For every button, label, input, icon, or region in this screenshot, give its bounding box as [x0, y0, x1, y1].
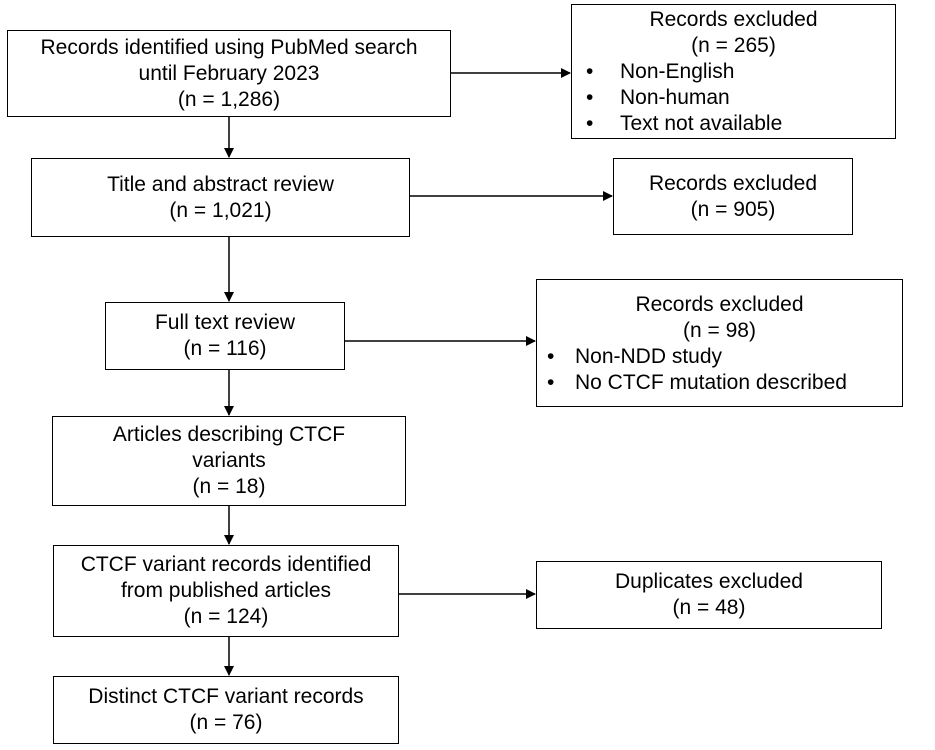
excluded-2-title: Records excluded — [648, 171, 818, 195]
box-articles-count: (n = 18) — [192, 475, 266, 498]
box-records-excluded-3: Records excluded (n = 98) • Non-NDD study… — [536, 279, 903, 407]
excluded-2-count: (n = 905) — [690, 197, 776, 221]
box-duplicates-excluded: Duplicates excluded (n = 48) — [536, 561, 882, 629]
box-title-abstract-review: Title and abstract review (n = 1,021) — [31, 158, 410, 237]
excluded-1-reason-3: Text not available — [620, 112, 783, 135]
box-distinct-label: Distinct CTCF variant records — [88, 685, 364, 708]
box-records-identified-line-2: until February 2023 — [138, 61, 320, 85]
box-title-abstract-review-label: Title and abstract review — [107, 172, 334, 196]
bullet-icon: • — [586, 86, 594, 109]
box-distinct-ctcf-variant-records: Distinct CTCF variant records (n = 76) — [53, 676, 399, 744]
excluded-1-title: Records excluded — [649, 8, 818, 31]
excluded-1-reason-2: Non-human — [620, 86, 730, 109]
list-item: • Non-NDD study — [547, 344, 902, 370]
list-item: • Non-human — [586, 85, 895, 111]
excluded-1-reasons: • Non-English • Non-human • Text not availa… — [572, 59, 895, 137]
box-records-identified-line-1: Records identified using PubMed search — [40, 35, 418, 59]
box-records-excluded-1: Records excluded (n = 265) • Non-English … — [571, 4, 896, 139]
box-distinct-count: (n = 76) — [189, 711, 263, 734]
bullet-icon: • — [586, 112, 594, 135]
box-ctcf-variant-records: CTCF variant records identified from pub… — [53, 545, 399, 637]
bullet-icon: • — [547, 371, 555, 394]
box-variant-records-line-2: from published articles — [120, 579, 332, 602]
list-item: • Non-English — [586, 59, 895, 85]
excluded-3-count: (n = 98) — [683, 319, 756, 342]
excluded-3-title: Records excluded — [635, 293, 804, 316]
box-records-identified-count: (n = 1,286) — [177, 87, 281, 111]
list-item: • No CTCF mutation described — [547, 370, 902, 396]
box-full-text-review-label: Full text review — [154, 311, 296, 334]
excluded-1-count: (n = 265) — [691, 34, 776, 57]
box-full-text-review: Full text review (n = 116) — [105, 302, 345, 370]
box-articles-line-2: variants — [192, 449, 266, 472]
duplicates-title: Duplicates excluded — [615, 570, 803, 593]
excluded-3-reasons: • Non-NDD study • No CTCF mutation describ… — [537, 344, 902, 396]
box-articles-line-1: Articles describing CTCF — [112, 423, 346, 446]
duplicates-count: (n = 48) — [672, 596, 746, 619]
box-variant-records-line-1: CTCF variant records identified — [80, 553, 372, 576]
excluded-1-reason-1: Non-English — [620, 60, 735, 83]
box-records-excluded-2: Records excluded (n = 905) — [613, 158, 853, 235]
box-full-text-review-count: (n = 116) — [183, 337, 267, 360]
excluded-3-reason-2: No CTCF mutation described — [575, 371, 847, 394]
box-records-identified: Records identified using PubMed search u… — [7, 30, 451, 117]
list-item: • Text not available — [586, 111, 895, 137]
bullet-icon: • — [586, 60, 594, 83]
box-variant-records-count: (n = 124) — [183, 605, 269, 628]
excluded-3-reason-1: Non-NDD study — [575, 345, 723, 368]
bullet-icon: • — [547, 345, 555, 368]
box-articles-describing-ctcf: Articles describing CTCF variants (n = 1… — [52, 416, 406, 506]
box-title-abstract-review-count: (n = 1,021) — [169, 198, 272, 222]
